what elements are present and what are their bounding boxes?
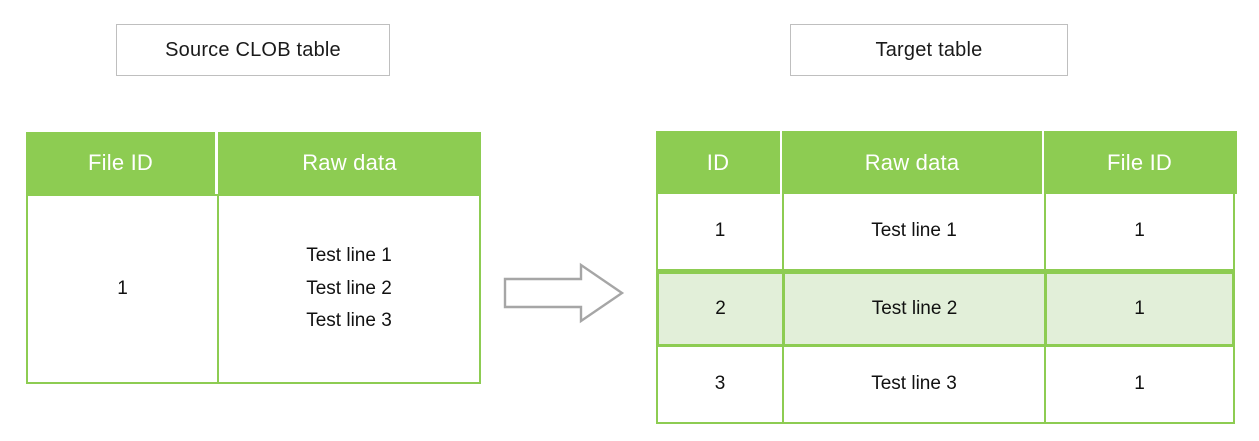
target-cell-id: 2	[656, 270, 782, 348]
table-row: 1 Test line 1 Test line 2 Test line 3	[26, 194, 481, 384]
source-raw-data-line-2: Test line 2	[306, 277, 392, 299]
source-raw-data-lines: Test line 1 Test line 2 Test line 3	[306, 240, 392, 338]
target-cell-id: 1	[656, 194, 782, 271]
source-header-label-file-id: File ID	[88, 150, 153, 175]
target-value-file-id: 1	[1134, 220, 1145, 242]
target-cell-raw-data: Test line 2	[782, 270, 1044, 348]
target-value-file-id: 1	[1134, 373, 1145, 395]
table-row-highlighted: 2 Test line 2 1	[656, 270, 1237, 348]
target-header-cell-id: ID	[656, 131, 782, 194]
source-table-caption-label: Source CLOB table	[165, 38, 341, 61]
target-value-id: 2	[715, 297, 726, 319]
target-value-raw-data: Test line 2	[871, 297, 958, 319]
target-table-caption-label: Target table	[875, 38, 983, 61]
target-value-id: 3	[714, 373, 726, 395]
target-table-header-row: ID Raw data File ID	[656, 131, 1237, 194]
source-table-header-row: File ID Raw data	[26, 132, 481, 194]
source-header-cell-file-id: File ID	[26, 132, 218, 194]
source-table-caption-box: Source CLOB table	[116, 24, 390, 76]
target-cell-file-id: 1	[1044, 194, 1235, 271]
source-cell-raw-data: Test line 1 Test line 2 Test line 3	[218, 194, 481, 384]
target-table-body: 1 Test line 1 1 2 Test line 2 1 3	[656, 194, 1237, 424]
right-block-arrow-icon	[503, 262, 625, 324]
target-header-label-raw-data: Raw data	[864, 149, 960, 175]
target-cell-file-id: 1	[1044, 270, 1235, 348]
source-value-file-id: 1	[117, 278, 128, 299]
source-clob-table: File ID Raw data 1 Test line 1 Test line…	[26, 132, 481, 384]
table-row: 3 Test line 3 1	[656, 347, 1237, 424]
target-cell-id: 3	[656, 347, 782, 424]
source-header-cell-raw-data: Raw data	[218, 132, 481, 194]
target-table-caption-box: Target table	[790, 24, 1068, 76]
table-row: 1 Test line 1 1	[656, 194, 1237, 271]
target-value-raw-data: Test line 1	[871, 220, 957, 242]
source-table-body: 1 Test line 1 Test line 2 Test line 3	[26, 194, 481, 384]
target-header-cell-file-id: File ID	[1044, 131, 1235, 194]
target-cell-file-id: 1	[1044, 347, 1235, 424]
source-raw-data-line-1: Test line 1	[306, 244, 392, 266]
right-block-arrow-shape	[503, 262, 625, 324]
target-value-id: 1	[714, 220, 726, 242]
target-value-raw-data: Test line 3	[871, 373, 957, 395]
target-header-label-id: ID	[706, 149, 730, 175]
target-cell-raw-data: Test line 1	[782, 194, 1044, 271]
source-header-label-raw-data: Raw data	[302, 150, 397, 175]
target-header-cell-raw-data: Raw data	[782, 131, 1044, 194]
source-cell-file-id: 1	[26, 194, 218, 384]
target-cell-raw-data: Test line 3	[782, 347, 1044, 424]
source-raw-data-line-3: Test line 3	[306, 310, 392, 332]
target-header-label-file-id: File ID	[1107, 149, 1172, 175]
target-table: ID Raw data File ID 1 Test line 1 1 2	[656, 131, 1237, 424]
target-value-file-id: 1	[1134, 297, 1145, 319]
